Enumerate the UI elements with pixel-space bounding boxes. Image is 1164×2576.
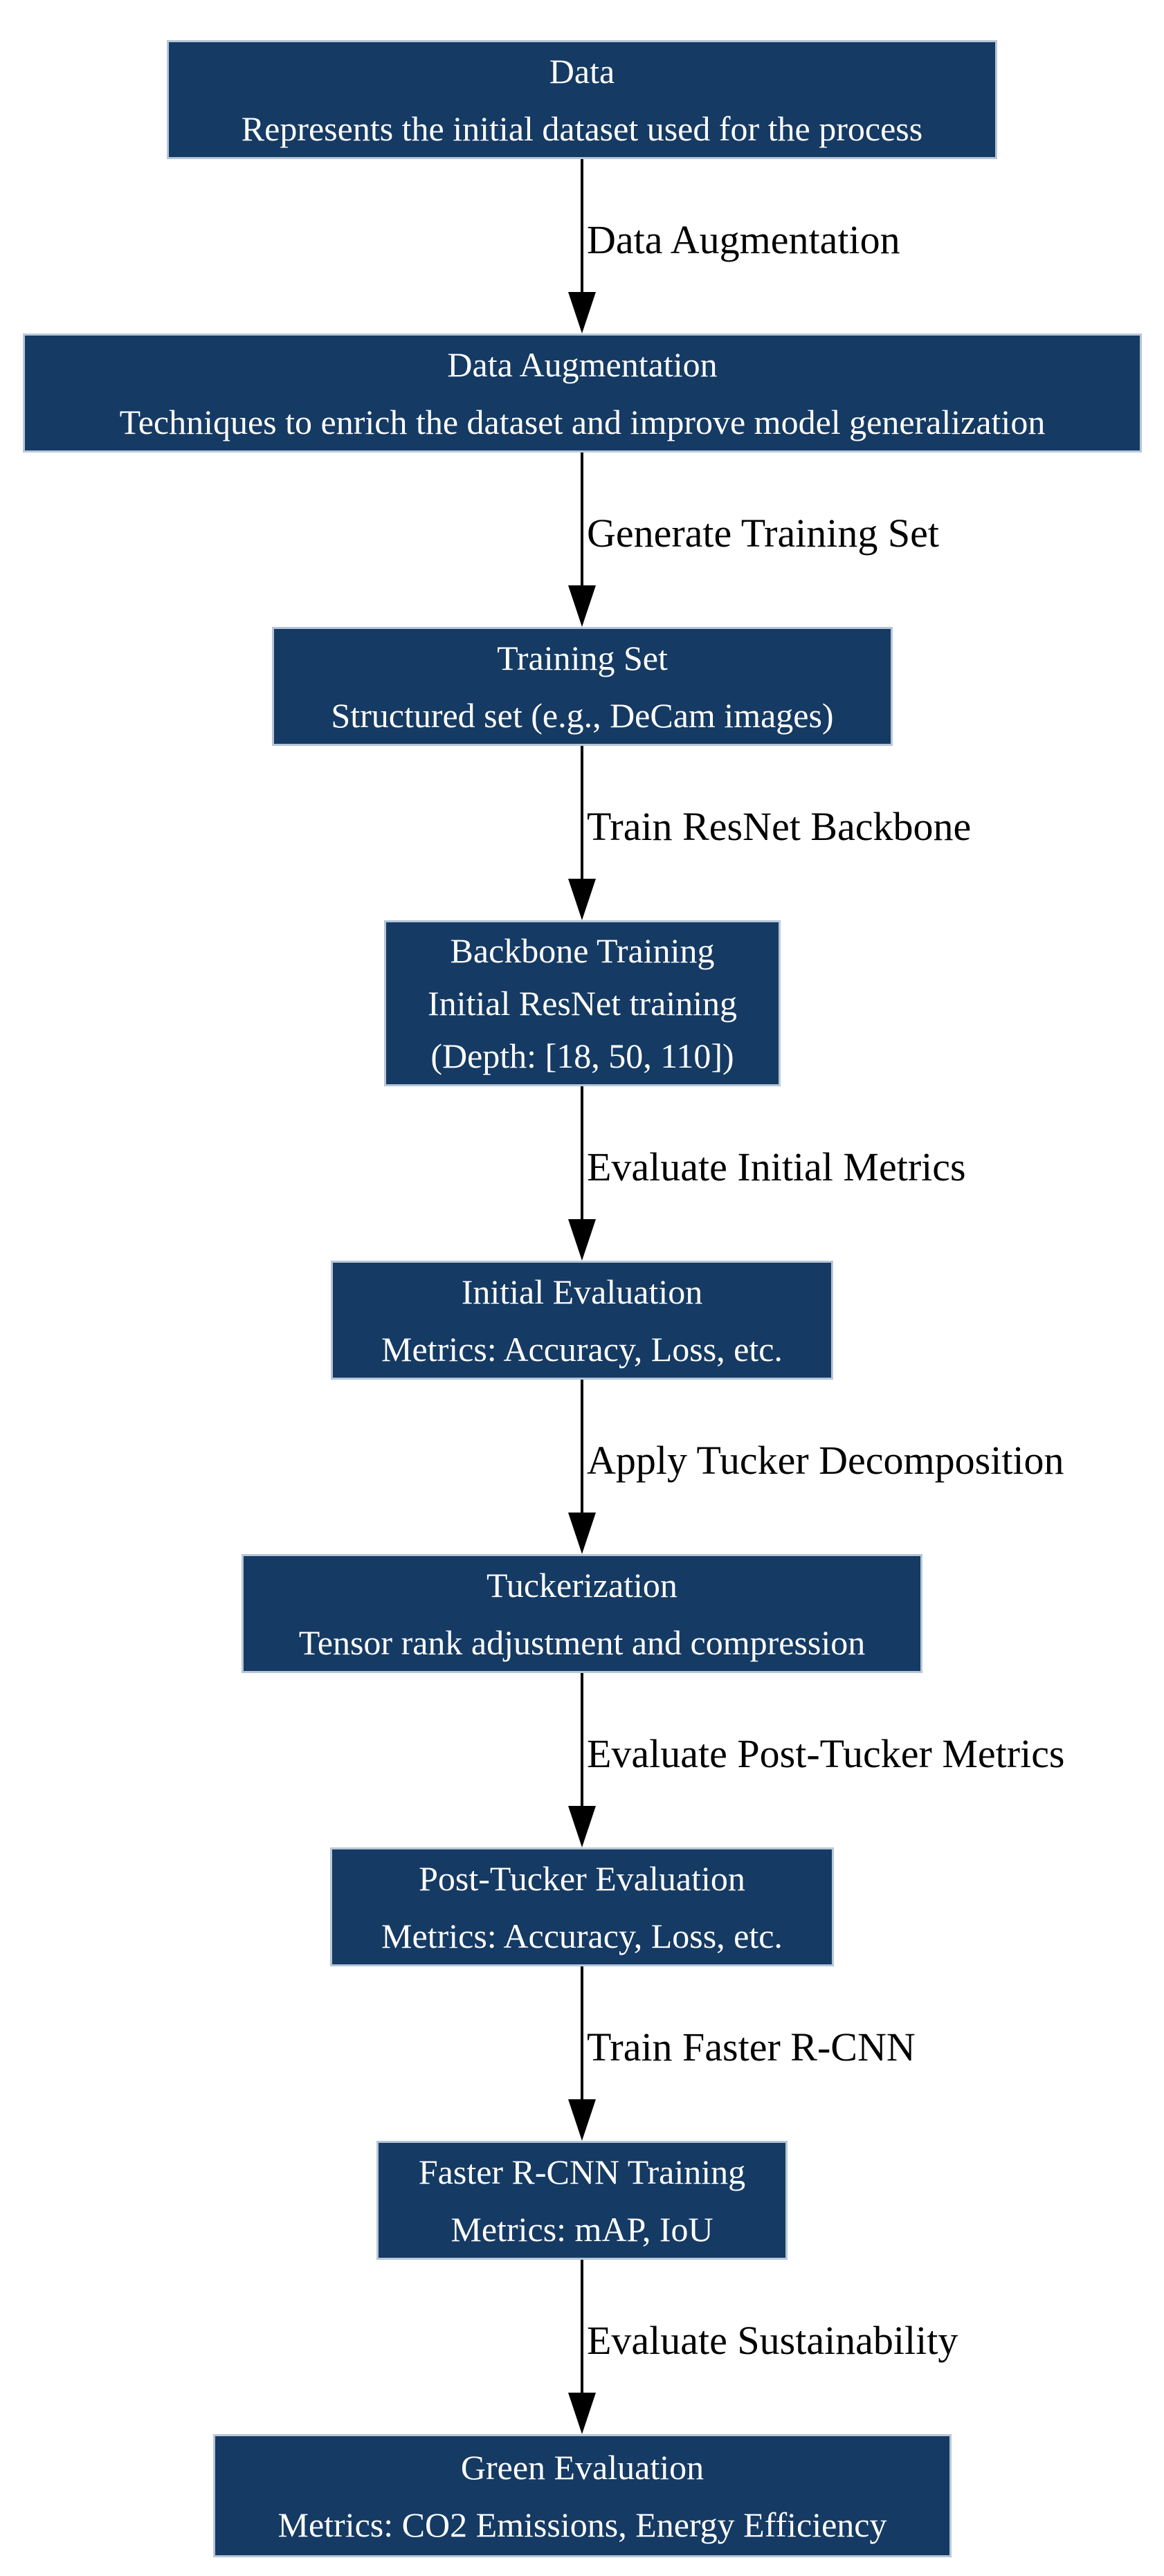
arrow-head-icon	[568, 1219, 596, 1261]
node-title: Data	[549, 51, 615, 91]
edge-label-evaluate-initial-metrics: Evaluate Initial Metrics	[587, 1144, 966, 1189]
arrow-head-icon	[568, 1806, 596, 1847]
node-title: Data Augmentation	[447, 345, 718, 384]
arrow-line	[581, 1673, 583, 1807]
node-description: Metrics: mAP, IoU	[451, 2209, 713, 2249]
node-initial-evaluation: Initial Evaluation Metrics: Accuracy, Lo…	[331, 1261, 833, 1380]
node-description: Tensor rank adjustment and compression	[298, 1623, 866, 1662]
node-title: Faster R-CNN Training	[418, 2152, 746, 2191]
node-post-tucker-evaluation: Post-Tucker Evaluation Metrics: Accuracy…	[330, 1847, 834, 1966]
edge-label-apply-tucker-decomposition: Apply Tucker Decomposition	[587, 1438, 1064, 1483]
node-description: Techniques to enrich the dataset and imp…	[119, 402, 1046, 441]
node-description: Initial ResNet training	[427, 984, 738, 1023]
arrow-line	[581, 159, 583, 293]
arrow-head-icon	[568, 2099, 596, 2141]
node-data: Data Represents the initial dataset used…	[167, 40, 997, 159]
arrow-line	[581, 1380, 583, 1514]
edge-label-train-faster-r-cnn: Train Faster R-CNN	[587, 2025, 916, 2070]
node-description: (Depth: [18, 50, 110])	[430, 1036, 734, 1075]
arrow-line	[581, 1966, 583, 2101]
arrow-line	[581, 1086, 583, 1221]
node-tuckerization: Tuckerization Tensor rank adjustment and…	[242, 1554, 922, 1673]
arrow-line	[581, 2260, 583, 2394]
node-backbone-training: Backbone Training Initial ResNet trainin…	[384, 920, 781, 1086]
node-green-evaluation: Green Evaluation Metrics: CO2 Emissions,…	[213, 2434, 952, 2557]
node-data-augmentation: Data Augmentation Techniques to enrich t…	[23, 334, 1142, 453]
node-title: Green Evaluation	[460, 2447, 704, 2487]
node-description: Metrics: Accuracy, Loss, etc.	[381, 1329, 783, 1369]
arrow-line	[581, 453, 583, 587]
node-title: Post-Tucker Evaluation	[419, 1858, 745, 1898]
arrow-head-icon	[568, 879, 596, 920]
node-training-set: Training Set Structured set (e.g., DeCam…	[272, 627, 893, 746]
edge-label-train-resnet-backbone: Train ResNet Backbone	[587, 804, 972, 849]
node-description: Metrics: Accuracy, Loss, etc.	[381, 1916, 783, 1955]
node-faster-r-cnn-training: Faster R-CNN Training Metrics: mAP, IoU	[376, 2141, 788, 2260]
arrow-head-icon	[568, 585, 596, 627]
arrow-head-icon	[568, 1513, 596, 1554]
arrow-head-icon	[568, 292, 596, 334]
arrow-line	[581, 746, 583, 880]
edge-label-evaluate-post-tucker-metrics: Evaluate Post-Tucker Metrics	[587, 1731, 1065, 1776]
arrow-head-icon	[568, 2393, 596, 2434]
node-title: Tuckerization	[486, 1565, 678, 1605]
node-description: Represents the initial dataset used for …	[241, 109, 923, 148]
edge-label-evaluate-sustainability: Evaluate Sustainability	[587, 2318, 958, 2363]
node-title: Backbone Training	[450, 931, 715, 970]
node-title: Initial Evaluation	[461, 1272, 703, 1311]
node-title: Training Set	[497, 638, 668, 677]
edge-label-generate-training-set: Generate Training Set	[587, 511, 940, 556]
node-description: Structured set (e.g., DeCam images)	[331, 695, 834, 735]
edge-label-data-augmentation: Data Augmentation	[587, 217, 900, 262]
node-description: Metrics: CO2 Emissions, Energy Efficienc…	[278, 2505, 887, 2544]
